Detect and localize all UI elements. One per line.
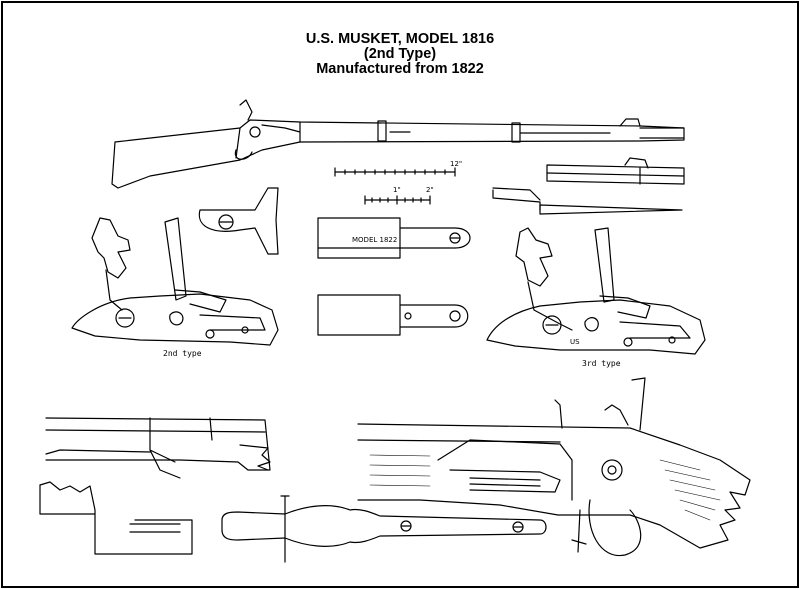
breech-plug-detail: [317, 294, 469, 336]
label-2nd-type: 2nd type: [163, 349, 202, 358]
title-line-2: (2nd Type): [363, 46, 437, 62]
scale-bars: [334, 167, 456, 205]
barrel-muzzle-detail: [546, 157, 685, 185]
lock-in-stock: [357, 377, 751, 557]
breech-side-view: [45, 417, 271, 479]
ramrod-scabbard: [221, 495, 547, 563]
scale-label-2in: 2": [426, 186, 434, 194]
title-line-3: Manufactured from 1822: [316, 61, 484, 77]
scale-label-1in: 1": [393, 186, 401, 194]
title-block: U.S. MUSKET, MODEL 1816 (2nd Type) Manuf…: [0, 32, 800, 77]
title-line-1: U.S. MUSKET, MODEL 1816: [305, 31, 495, 47]
label-3rd-type: 3rd type: [582, 359, 621, 368]
stock-hatching: [369, 454, 721, 521]
lock-stamp-us: US: [570, 338, 580, 346]
lock-3rd-type: [486, 227, 706, 355]
musket-full-view: [111, 99, 685, 189]
scale-label-12in: 12": [450, 160, 462, 168]
trigger-plate-detail: [39, 481, 193, 555]
barrel-stamp: MODEL 1822: [352, 236, 397, 244]
butt-plate-tang: [198, 187, 279, 255]
breech-tang-detail: [317, 217, 471, 259]
lock-2nd-type: [71, 217, 279, 346]
bayonet: [492, 187, 683, 215]
